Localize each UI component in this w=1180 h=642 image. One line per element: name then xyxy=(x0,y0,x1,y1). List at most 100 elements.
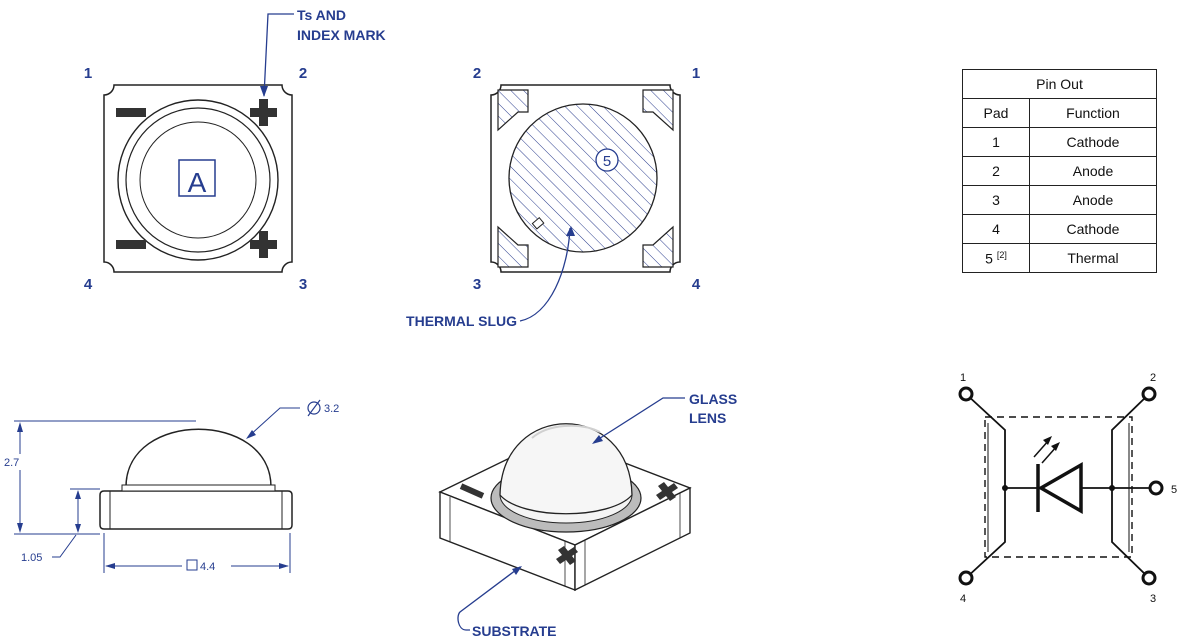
arrowhead xyxy=(75,524,81,533)
side-view-dome xyxy=(125,428,272,488)
arrowhead xyxy=(512,566,522,575)
bottom-pin-2: 2 xyxy=(473,65,481,82)
glass-lens-callout-line1: GLASS xyxy=(689,391,737,407)
schematic-pin-3: 3 xyxy=(1150,593,1156,605)
bottom-pin-4: 4 xyxy=(692,276,701,293)
table-cell-pad: 5 [2] xyxy=(962,243,1030,273)
side-view: 2.7 1.05 4.4 3.2 xyxy=(3,399,339,573)
package-boundary-dashed xyxy=(984,416,1133,558)
diode-triangle-icon xyxy=(1037,461,1083,515)
lens-outer-ring xyxy=(117,99,279,261)
pin2-terminal xyxy=(1141,386,1157,402)
pad-number: 5 xyxy=(985,250,993,267)
arrowhead xyxy=(75,490,81,499)
table-title-row: Pin Out xyxy=(962,69,1157,99)
base-height-label: 1.05 xyxy=(21,552,42,564)
table-cell-function: Thermal xyxy=(1029,243,1157,273)
plus-icon xyxy=(656,482,678,501)
glass-lens-callout-line2: LENS xyxy=(689,410,726,426)
schematic-pin-5: 5 xyxy=(1171,484,1177,496)
ts-mark-arrowhead xyxy=(260,86,268,97)
column-header-function: Function xyxy=(1029,98,1157,128)
pin3-lead xyxy=(1111,488,1150,579)
thermal-slug-leader xyxy=(519,227,571,322)
table-cell-function: Cathode xyxy=(1029,214,1157,244)
side-view-base xyxy=(99,490,293,530)
arrowhead xyxy=(17,523,23,533)
top-pin-1: 1 xyxy=(84,65,92,82)
pin4-lead xyxy=(965,488,1006,579)
top-view: A 1 2 4 3 Ts AND INDEX MARK xyxy=(84,7,386,293)
table-row: 3 Anode xyxy=(962,185,1157,215)
thermal-slug-pad xyxy=(508,103,658,253)
side-view-dome-base xyxy=(121,484,276,492)
footnote-ref: [2] xyxy=(996,249,1007,260)
height-dimension-label: 2.7 xyxy=(4,457,19,469)
arrowhead xyxy=(105,563,115,569)
table-cell-function: Anode xyxy=(1029,156,1157,186)
minus-icon xyxy=(459,483,485,499)
pin1-terminal xyxy=(958,386,974,402)
height-label-bg xyxy=(3,454,37,470)
thermal-slug-arrowhead xyxy=(566,226,575,236)
pad-3 xyxy=(497,225,529,268)
bottom-pin-1: 1 xyxy=(692,65,700,82)
schematic-pin-1: 1 xyxy=(960,372,966,384)
top-pin-4: 4 xyxy=(84,276,93,293)
column-header-pad: Pad xyxy=(962,98,1030,128)
substrate-leader xyxy=(457,566,521,631)
ts-mark-callout-line2: INDEX MARK xyxy=(297,27,386,43)
minus-icon xyxy=(116,240,146,249)
led-schematic: 1 2 5 4 3 xyxy=(958,372,1177,605)
bottom-pin-3: 3 xyxy=(473,276,481,293)
die-frame xyxy=(178,159,216,197)
table-cell-function: Cathode xyxy=(1029,127,1157,157)
top-pin-2: 2 xyxy=(299,65,307,82)
pad-4 xyxy=(642,225,674,268)
light-emission-arrowhead xyxy=(1051,442,1060,451)
table-header-row: Pad Function xyxy=(962,98,1157,128)
pad-1 xyxy=(642,89,674,132)
light-emission-arrowhead xyxy=(1043,436,1052,445)
table-title: Pin Out xyxy=(962,69,1157,99)
slug-notch xyxy=(531,217,545,230)
arrowhead xyxy=(17,422,23,432)
glass-lens-dome xyxy=(499,423,633,515)
plus-icon xyxy=(250,99,277,126)
ts-mark-callout-line1: Ts AND xyxy=(297,7,346,23)
lens-ring-2 xyxy=(125,107,271,253)
die-mark: A xyxy=(188,167,207,198)
lens-diameter-leader xyxy=(247,407,300,438)
table-cell-function: Anode xyxy=(1029,185,1157,215)
plus-icon xyxy=(250,231,277,258)
table-cell-pad: 3 xyxy=(962,185,1030,215)
substrate-callout: SUBSTRATE xyxy=(472,623,557,639)
pin4-terminal xyxy=(958,570,974,586)
substrate-right-face xyxy=(574,486,691,592)
pin2-lead xyxy=(1111,393,1150,488)
junction-dot xyxy=(1109,485,1115,491)
arrowhead xyxy=(279,563,289,569)
diameter-symbol-slash xyxy=(307,399,321,417)
thermal-slug-callout: THERMAL SLUG xyxy=(406,313,517,329)
slug-number-circle xyxy=(595,148,619,172)
table-row: 4 Cathode xyxy=(962,214,1157,244)
schematic-pin-2: 2 xyxy=(1150,372,1156,384)
pin5-terminal xyxy=(1148,480,1164,496)
table-cell-pad: 4 xyxy=(962,214,1030,244)
slug-number: 5 xyxy=(603,153,611,170)
width-dimension-label: 4.4 xyxy=(200,561,215,573)
lens-inner-ring xyxy=(139,121,257,239)
table-row: 5 [2] Thermal xyxy=(962,243,1157,273)
table-cell-pad: 1 xyxy=(962,127,1030,157)
diameter-symbol-icon xyxy=(307,401,321,415)
bottom-view: 5 2 1 3 4 THERMAL SLUG xyxy=(406,65,701,329)
pin3-terminal xyxy=(1141,570,1157,586)
lens-highlight xyxy=(531,424,601,439)
junction-dot xyxy=(1002,485,1008,491)
ts-mark-leader xyxy=(263,13,294,97)
top-pin-3: 3 xyxy=(299,276,307,293)
plus-icon xyxy=(556,546,578,565)
pin-out-table: Pin Out Pad Function 1 Cathode 2 Anode 3… xyxy=(962,69,1157,273)
